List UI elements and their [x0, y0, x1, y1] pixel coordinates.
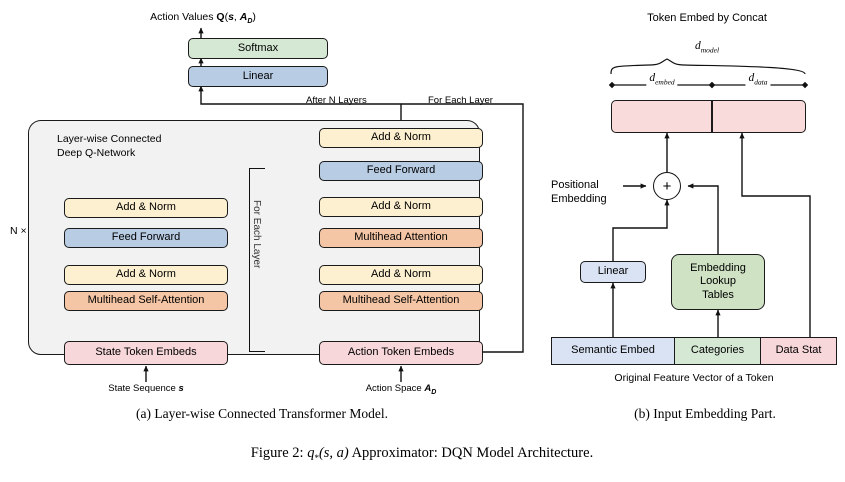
token-embed-left-half: [611, 100, 712, 133]
action-token-embeds-box[interactable]: Action Token Embeds: [319, 341, 483, 365]
lookup-line1: Embedding: [690, 261, 746, 274]
decoder-add-norm-1[interactable]: Add & Norm: [319, 265, 483, 285]
n-times-label: N ×: [10, 225, 27, 237]
softmax-label: Softmax: [237, 41, 279, 54]
subcaption-b: (b) Input Embedding Part.: [634, 406, 776, 421]
decoder-add-norm-2[interactable]: Add & Norm: [319, 197, 483, 217]
box-label: Feed Forward: [366, 164, 436, 177]
feature-segment-categories[interactable]: Categories: [675, 337, 761, 365]
encoder-add-norm-2[interactable]: Add & Norm: [64, 198, 228, 218]
encoder-feed-forward[interactable]: Feed Forward: [64, 228, 228, 248]
box-label: Add & Norm: [371, 268, 431, 281]
panel-b-title: Token Embed by Concat: [647, 12, 767, 24]
decoder-multihead-self-attention[interactable]: Multihead Self-Attention: [319, 291, 483, 311]
feature-segment-semantic-embed[interactable]: Semantic Embed: [551, 337, 675, 365]
lookup-line2: Lookup: [699, 275, 737, 288]
encoder-add-norm-1[interactable]: Add & Norm: [64, 265, 228, 285]
decoder-add-norm-3[interactable]: Add & Norm: [319, 128, 483, 148]
linear-box[interactable]: Linear: [188, 66, 328, 87]
for-each-layer-bus: [249, 168, 265, 352]
subcaption-a: (a) Layer-wise Connected Transformer Mod…: [135, 406, 389, 421]
d-embed-label: dembed: [646, 72, 678, 87]
action-space-label: Action Space AD: [365, 383, 437, 396]
container-title-line1: Layer-wise Connected: [57, 133, 162, 145]
linear-embed-box[interactable]: Linear: [580, 261, 646, 283]
d-data-label: ddata: [745, 72, 771, 87]
box-label: Data Stat: [775, 344, 822, 357]
for-each-layer-vertical-label: For Each Layer: [251, 200, 262, 269]
box-label: Add & Norm: [116, 201, 176, 214]
feature-vector-caption: Original Feature Vector of a Token: [614, 372, 774, 384]
figure-caption: Figure 2: q*(s, a) Approximator: DQN Mod…: [250, 445, 594, 463]
positional-embedding-line2: Embedding: [551, 193, 607, 205]
box-label: Multihead Self-Attention: [342, 294, 460, 307]
positional-embedding-line1: Positional: [551, 179, 599, 191]
linear-label: Linear: [242, 69, 274, 82]
box-label: Add & Norm: [371, 131, 431, 144]
container-title-line2: Deep Q-Network: [57, 147, 136, 159]
box-label: Categories: [690, 344, 745, 357]
box-label: Linear: [597, 265, 629, 278]
decoder-multihead-attention[interactable]: Multihead Attention: [319, 228, 483, 248]
box-label: Semantic Embed: [571, 344, 655, 357]
box-label: Action Token Embeds: [347, 346, 455, 359]
plus-symbol: +: [662, 177, 672, 195]
after-n-layers-label: After N Layers: [306, 95, 367, 106]
lookup-line3: Tables: [702, 288, 734, 301]
box-label: Add & Norm: [116, 268, 176, 281]
action-values-label: Action Values Q(s, AD): [150, 11, 256, 26]
token-embed-right-half: [712, 100, 806, 133]
state-token-embeds-box[interactable]: State Token Embeds: [64, 341, 228, 365]
box-label: Multihead Self-Attention: [87, 294, 205, 307]
box-label: State Token Embeds: [95, 346, 197, 359]
box-label: Feed Forward: [111, 231, 181, 244]
d-model-label: dmodel: [694, 40, 720, 55]
for-each-layer-top-label: For Each Layer: [428, 95, 493, 106]
box-label: Multihead Attention: [354, 231, 448, 244]
add-operator: +: [653, 172, 681, 200]
softmax-box[interactable]: Softmax: [188, 38, 328, 59]
state-sequence-label: State Sequence s: [108, 383, 184, 394]
encoder-multihead-self-attention[interactable]: Multihead Self-Attention: [64, 291, 228, 311]
feature-segment-data-stat[interactable]: Data Stat: [761, 337, 837, 365]
embedding-lookup-tables-box[interactable]: Embedding Lookup Tables: [671, 254, 765, 310]
decoder-feed-forward[interactable]: Feed Forward: [319, 161, 483, 181]
box-label: Add & Norm: [371, 200, 431, 213]
